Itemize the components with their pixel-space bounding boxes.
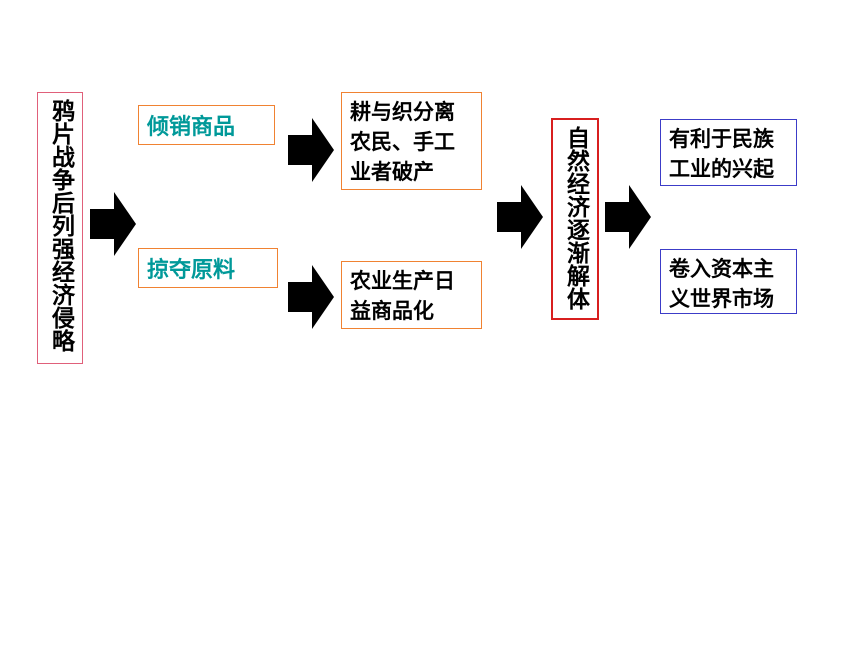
disintegration-box: 自然经济逐渐解体 xyxy=(551,118,599,320)
arrow-source-to-means xyxy=(90,192,136,256)
means-dumping-label: 倾销商品 xyxy=(147,115,236,140)
effect-commercialization-label: 农业生产日益商品化 xyxy=(350,269,455,323)
arrow-effects-to-disintegration xyxy=(497,185,543,249)
arrow-plunder-to-commercialization xyxy=(288,265,334,329)
means-plunder-label: 掠夺原料 xyxy=(147,258,236,283)
effect-separation-label: 耕与织分离农民、手工业者破产 xyxy=(350,100,455,184)
outcome-industry-label: 有利于民族工业的兴起 xyxy=(669,127,774,181)
source-box: 鸦片战争后列强经济侵略 xyxy=(37,92,83,364)
outcome-world-market-box: 卷入资本主义世界市场 xyxy=(660,249,797,314)
outcome-industry-box: 有利于民族工业的兴起 xyxy=(660,119,797,186)
means-dumping-box: 倾销商品 xyxy=(138,105,275,145)
effect-commercialization-box: 农业生产日益商品化 xyxy=(341,261,482,329)
disintegration-label: 自然经济逐渐解体 xyxy=(562,126,589,310)
means-plunder-box: 掠夺原料 xyxy=(138,248,278,288)
arrow-dumping-to-separation xyxy=(288,118,334,182)
outcome-world-market-label: 卷入资本主义世界市场 xyxy=(669,257,774,311)
source-label: 鸦片战争后列强经济侵略 xyxy=(47,99,74,352)
arrow-disintegration-to-outcomes xyxy=(605,185,651,249)
effect-separation-box: 耕与织分离农民、手工业者破产 xyxy=(341,92,482,190)
